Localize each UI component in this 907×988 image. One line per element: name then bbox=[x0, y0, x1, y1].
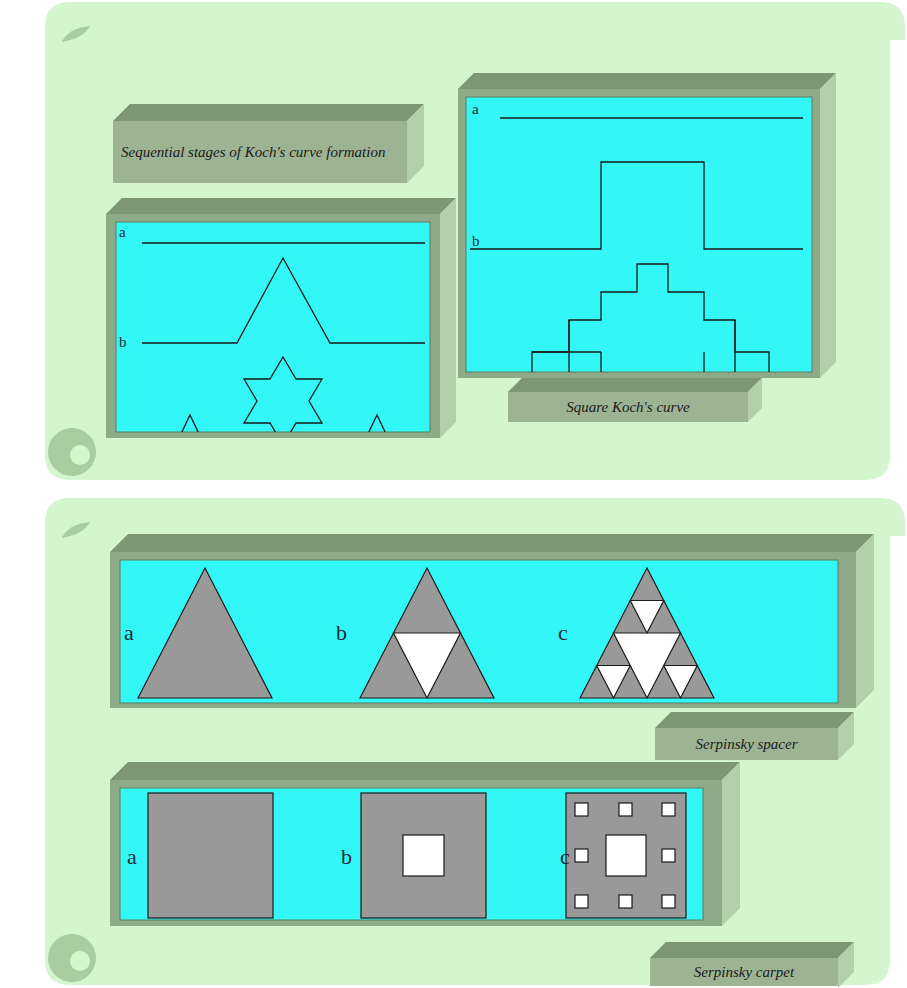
stage-letter: b bbox=[119, 335, 127, 350]
stage-letter: a bbox=[127, 846, 137, 868]
koch-curve bbox=[142, 243, 425, 432]
stage-letter: b bbox=[336, 622, 347, 644]
caption-box: Serpinsky spacer bbox=[655, 728, 838, 760]
stage-letter: b bbox=[472, 234, 480, 249]
caption-text: Square Koch's curve bbox=[566, 398, 689, 417]
stage-letter: a bbox=[119, 225, 126, 240]
scroll-panel bbox=[45, 2, 905, 985]
sierpinski-panel: a b c bbox=[120, 560, 838, 703]
caption-box: Square Koch's curve bbox=[508, 392, 748, 422]
koch-panel: ab bbox=[116, 222, 430, 432]
sierpinski-carpet-panel: a b c bbox=[120, 788, 703, 920]
square-koch-curve bbox=[470, 118, 803, 372]
stage-letter: a bbox=[472, 102, 479, 117]
caption-text: Serpinsky carpet bbox=[694, 963, 794, 982]
sierpinski-triangle bbox=[138, 568, 714, 698]
caption-box: Sequential stages of Koch's curve format… bbox=[113, 121, 407, 183]
stage-letter: b bbox=[341, 846, 352, 868]
stage-letter: a bbox=[124, 622, 134, 644]
caption-text: Serpinsky spacer bbox=[695, 735, 797, 754]
stage-letter: c bbox=[560, 846, 570, 868]
panel-frame bbox=[106, 73, 874, 926]
caption-box: Serpinsky carpet bbox=[650, 958, 838, 986]
square-koch-panel: ab bbox=[466, 97, 812, 372]
sierpinski-carpet bbox=[148, 793, 686, 918]
caption-text: Sequential stages of Koch's curve format… bbox=[121, 143, 385, 162]
stage-letter: c bbox=[558, 622, 568, 644]
